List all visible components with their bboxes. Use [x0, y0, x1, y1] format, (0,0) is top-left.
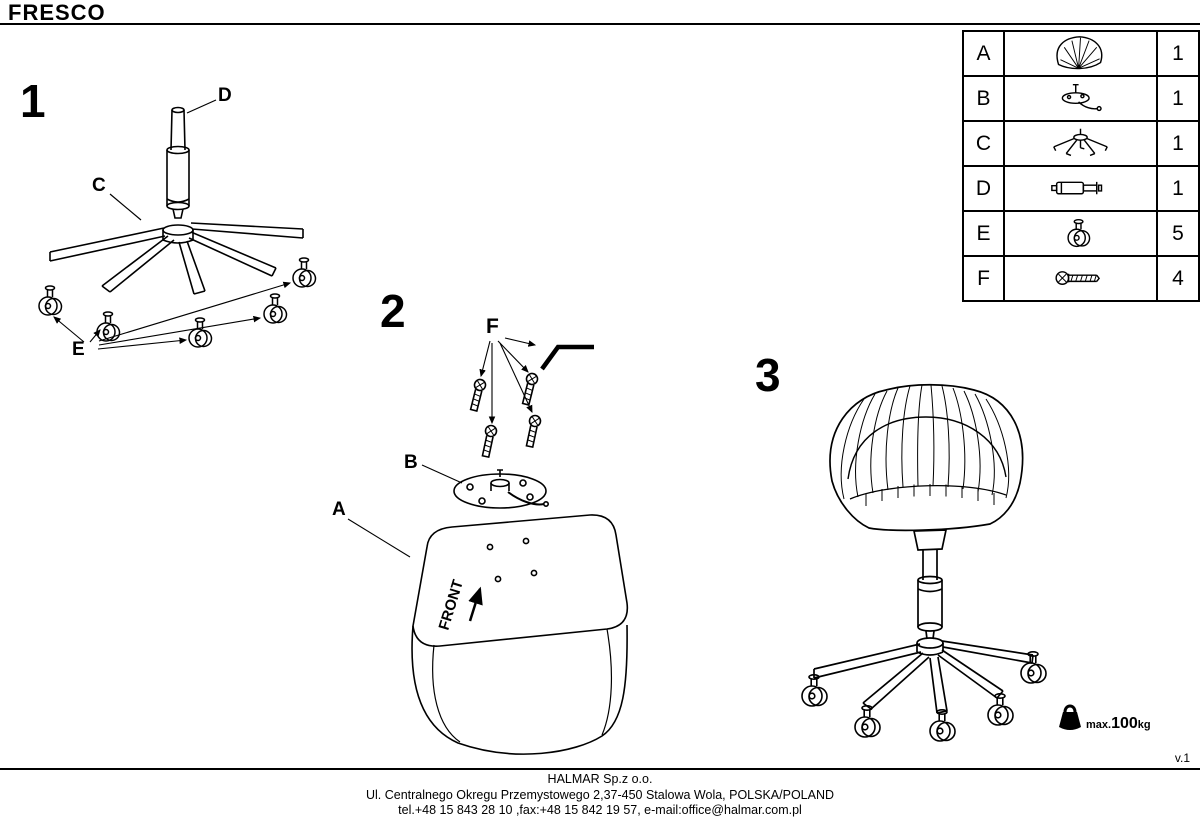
- max-load-unit: kg: [1137, 719, 1151, 731]
- caster-arrows: [53, 281, 292, 350]
- chair-base-drawing: [801, 637, 1047, 742]
- parts-row-a: A 1: [962, 30, 1200, 77]
- part-label-d: D: [218, 85, 232, 106]
- part-qty: 1: [1156, 165, 1200, 212]
- step-2-number: 2: [380, 285, 406, 337]
- part-label-e: E: [72, 339, 85, 360]
- parts-row-f: F 4: [962, 255, 1200, 302]
- footer: HALMAR Sp.z o.o. Ul. Centralnego Okregu …: [0, 772, 1200, 819]
- parts-row-e: E 5: [962, 210, 1200, 257]
- footer-rule: [0, 768, 1200, 770]
- part-letter: F: [962, 255, 1005, 302]
- footer-company: HALMAR Sp.z o.o.: [547, 772, 653, 786]
- part-qty: 4: [1156, 255, 1200, 302]
- chair-shell-drawing: [829, 383, 1024, 532]
- parts-table: A 1 B: [962, 30, 1200, 302]
- part-qty: 1: [1156, 30, 1200, 77]
- part-label-b: B: [404, 452, 418, 473]
- parts-row-c: C 1: [962, 120, 1200, 167]
- footer-contact: tel.+48 15 843 28 10 ,fax:+48 15 842 19 …: [398, 803, 802, 817]
- step2-seat-diagram: FRONT: [347, 337, 629, 755]
- step-1-number: 1: [20, 75, 46, 127]
- max-load-prefix: max.: [1086, 719, 1112, 731]
- leader-line-d: [186, 99, 217, 114]
- part-letter: D: [962, 165, 1005, 212]
- seat-shell-icon: [1056, 35, 1103, 69]
- footer-address: Ul. Centralnego Okregu Przemystowego 2,3…: [365, 787, 835, 802]
- page-title: FRESCO: [8, 0, 106, 25]
- leader-line-b: [421, 464, 463, 484]
- part-qty: 1: [1156, 75, 1200, 122]
- allen-key-drawing: [540, 344, 594, 371]
- seat-body-drawing: [411, 514, 629, 755]
- mounting-plate-drawing: [453, 469, 550, 509]
- leader-line-c: [109, 193, 142, 221]
- front-direction-arrow-icon: [468, 586, 483, 622]
- screw-arrows: [479, 337, 537, 425]
- version-label: v.1: [1174, 751, 1190, 765]
- weight-icon: [1059, 704, 1081, 730]
- step-3-number: 3: [755, 349, 781, 401]
- star-base-icon: [1053, 128, 1108, 156]
- part-qty: 1: [1156, 120, 1200, 167]
- max-load-badge: max.100kg: [1056, 700, 1151, 734]
- caster-icon: [1067, 218, 1091, 247]
- part-letter: E: [962, 210, 1005, 257]
- part-label-f: F: [486, 315, 499, 338]
- star-base-drawing: [49, 222, 304, 295]
- parts-row-b: B 1: [962, 75, 1200, 122]
- part-qty: 5: [1156, 210, 1200, 257]
- part-label-c: C: [92, 175, 106, 196]
- part-letter: B: [962, 75, 1005, 122]
- step3-assembled-chair-diagram: [801, 383, 1047, 742]
- parts-row-d: D 1: [962, 165, 1200, 212]
- gas-lift-drawing: [166, 106, 190, 219]
- part-label-a: A: [332, 499, 346, 520]
- step1-base-exploded-diagram: [38, 99, 317, 350]
- mounting-plate-icon: [1061, 83, 1102, 111]
- max-load-text: max.100kg: [1084, 716, 1151, 734]
- front-marking: [468, 586, 483, 622]
- max-load-value: 100: [1111, 715, 1138, 732]
- header-rule: [0, 23, 1200, 25]
- part-letter: C: [962, 120, 1005, 167]
- front-label: FRONT: [436, 578, 467, 632]
- gas-lift-icon: [1051, 181, 1103, 194]
- part-letter: A: [962, 30, 1005, 77]
- screws-drawing: [469, 372, 542, 459]
- leader-line-a: [347, 518, 411, 558]
- chair-gas-lift-drawing: [912, 529, 948, 640]
- screw-icon: [1055, 270, 1101, 285]
